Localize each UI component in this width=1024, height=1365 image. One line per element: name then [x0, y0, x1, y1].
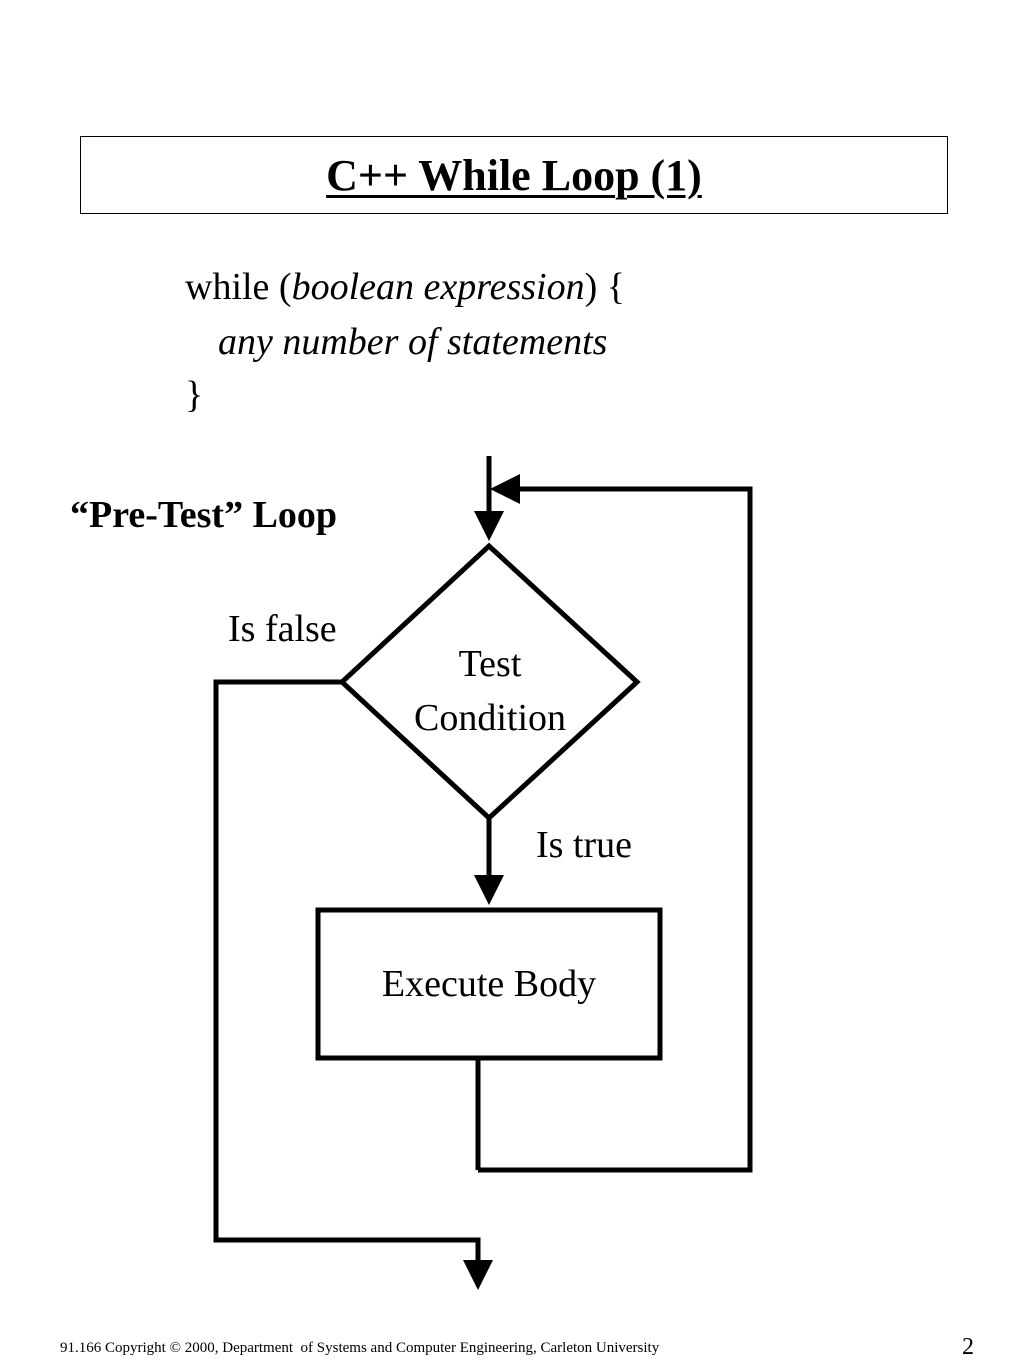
decision-label-line-2: Condition	[413, 697, 567, 739]
code-line-2: any number of statements	[218, 323, 607, 361]
code-while-keyword: while (	[185, 266, 292, 308]
code-line-3: }	[185, 374, 204, 416]
false-label: Is false	[228, 608, 337, 650]
loop-back-line	[478, 474, 753, 1173]
code-statements: any number of statements	[218, 321, 608, 363]
code-open-brace: ) {	[584, 266, 626, 308]
title-box: C++ While Loop (1)	[80, 136, 948, 214]
footer-copyright: 91.166 Copyright © 2000, Department of S…	[60, 1340, 660, 1356]
false-branch-line	[213, 679, 493, 1290]
page-number: 2	[962, 1334, 974, 1360]
pre-test-loop-heading: “Pre-Test” Loop	[70, 494, 338, 536]
code-line-1: while (boolean expression) {	[185, 268, 625, 306]
code-boolean-expression: boolean expression	[291, 266, 585, 308]
slide-title: C++ While Loop (1)	[326, 150, 702, 200]
process-label: Execute Body	[381, 963, 597, 1005]
process-box	[315, 907, 663, 1061]
decision-label-line-1: Test	[458, 643, 522, 685]
decision-label: Test Condition	[380, 637, 600, 745]
true-label: Is true	[536, 824, 633, 866]
